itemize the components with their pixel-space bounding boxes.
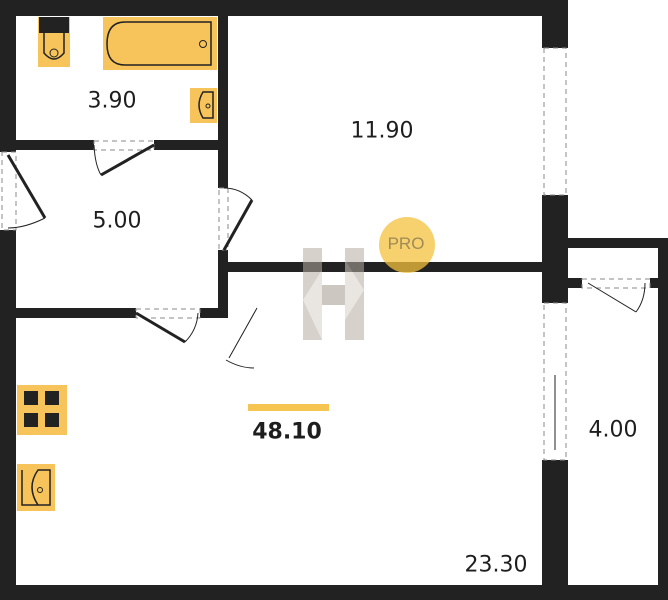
pro-badge-circle: [379, 217, 435, 273]
room-area-kitchen-living: 23.30: [464, 552, 528, 578]
door-leaves: [6, 143, 254, 344]
pro-badge: PRO: [387, 234, 425, 253]
room-area-balcony: 4.00: [588, 417, 638, 443]
total-area-underline: [248, 404, 329, 411]
room-area-bathroom: 3.90: [87, 88, 137, 114]
bathtub-icon: [103, 17, 217, 70]
kitchen-sink-icon: [17, 464, 55, 511]
total-area: 48.10: [252, 419, 322, 445]
stove-icon: [17, 385, 67, 435]
watermark-logo-icon: [303, 248, 364, 340]
room-area-room: 11.90: [350, 118, 414, 144]
door-swings: [7, 144, 646, 450]
room-area-hall: 5.00: [92, 208, 142, 234]
sink-icon: [190, 88, 217, 123]
toilet-icon: [38, 17, 70, 67]
